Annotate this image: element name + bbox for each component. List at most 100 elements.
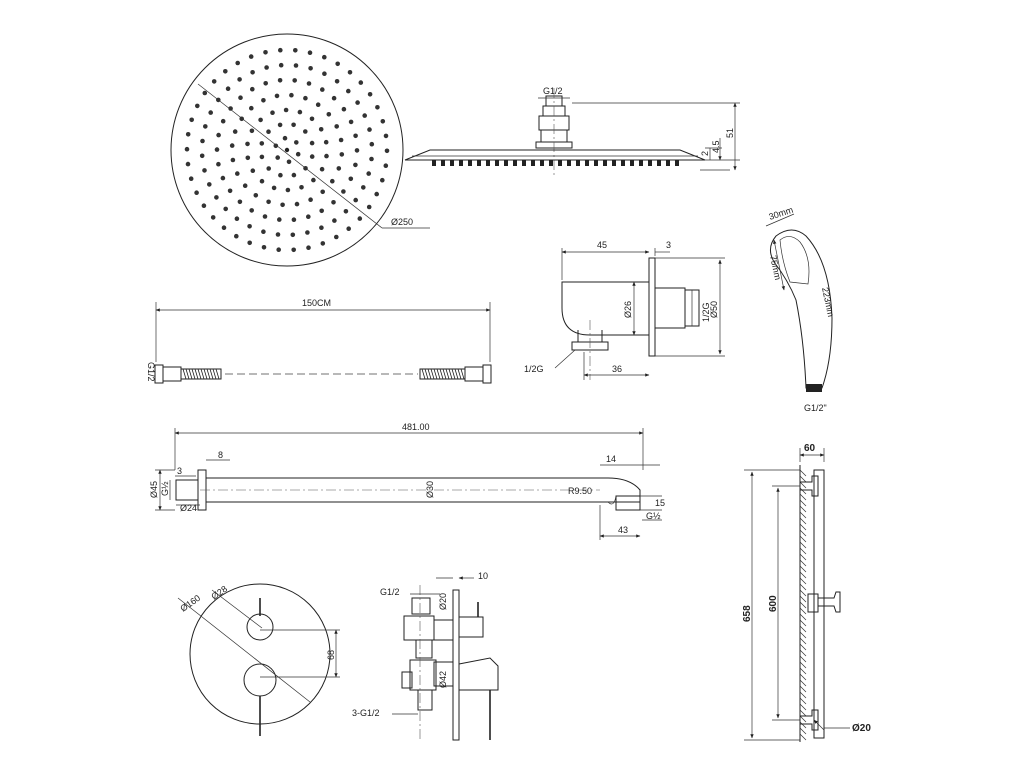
nozzle [305,230,310,235]
nozzle [303,95,308,101]
nozzle [199,153,205,159]
arm-dim-24: Ø24 [180,503,197,513]
nozzle [343,209,349,214]
nozzle [278,62,284,68]
nozzle [253,193,259,198]
nozzle [319,225,324,230]
nozzle [341,189,346,194]
nozzle [249,208,254,213]
nozzle [293,48,298,53]
nozzle [207,182,212,187]
wall-hatch-line [799,631,807,639]
side-nozzle [540,160,544,166]
hose-hatch-line [445,368,450,380]
hose-hatch-line [421,368,426,380]
mixer-hole-diameter: Ø28 [209,584,229,602]
mixer-depth-label: 10 [478,571,488,581]
nozzle [249,128,255,134]
nozzle [235,60,240,66]
nozzle [339,152,345,157]
side-nozzle [441,160,445,166]
wall-hatch-line [799,541,807,549]
nozzle [263,50,268,55]
nozzle [334,234,339,240]
nozzle [331,200,336,205]
wall-hatch-line [799,733,807,741]
wall-hatch-line [799,595,807,603]
side-nozzle [657,160,661,166]
arm-radius: R9.50 [568,486,592,496]
side-nozzle [495,160,499,166]
wall-hatch-line [799,475,807,483]
arm-dim-14: 14 [606,454,616,464]
hose-hatch-line [439,368,444,380]
shower-arm: 481.00 8 3 Ø45 G½ Ø24 Ø30 14 R9.50 15 G½ [149,422,665,540]
side-nozzle [603,160,607,166]
hose-hatch-line [206,368,211,380]
mixer-spacing: 68 [326,650,336,660]
rain-head-side-view: G1/2 51 4.5 2 [404,86,740,175]
nozzle [324,153,329,159]
wall-hatch-line [799,667,807,675]
nozzle [258,117,263,123]
nozzle [309,140,315,146]
arm-thread-right: G½ [646,511,661,521]
side-nozzle [621,160,625,166]
wall-hatch-line [799,499,807,507]
nozzle [185,161,191,167]
nozzle [320,189,326,195]
nozzle [261,229,266,234]
nozzle [195,103,200,109]
hose-left-hatch [182,368,220,380]
elbow-dim-26: Ø26 [623,301,633,318]
hose-hatch-line [448,368,453,380]
rain-head-top-view: Ø250 [170,33,430,267]
nozzle [315,102,321,107]
hose-hatch-line [427,368,432,380]
wall-hatch-line [799,703,807,711]
side-nozzle [477,160,481,166]
nozzle [235,171,240,176]
nozzle [237,199,243,205]
nozzle [322,71,327,76]
mixer-inlet-label: G1/2 [380,587,400,597]
wall-hatch-line [799,565,807,573]
nozzle [270,110,275,115]
nozzle [355,100,360,105]
nozzle [330,178,335,184]
arm-dim-15: 15 [655,498,665,508]
nozzle [223,69,228,74]
hose-hatch-line [215,368,220,380]
side-nozzle [612,160,616,166]
hose-right-hatch [421,368,465,380]
elbow-dim-50: Ø50 [709,301,719,318]
side-nozzle [531,160,535,166]
wall-hatch-line [799,523,807,531]
hose-hatch-line [442,368,447,380]
side-nozzle [639,160,643,166]
nozzle [293,63,299,68]
mixer-side-view: G1/2 Ø20 10 Ø42 3-G1/2 [352,571,499,741]
nozzle [309,154,315,159]
nozzle [383,133,389,139]
nozzle [353,197,359,203]
nozzle [277,78,283,83]
wall-hatch-line [799,655,807,663]
hose-hatch-line [182,368,187,380]
wall-hatch-line [799,625,807,633]
nozzle [259,178,265,184]
nozzle [234,216,240,221]
arm-dim-8: 8 [218,450,223,460]
hose-thread-label: G1/2 [146,362,156,382]
nozzle [290,232,296,238]
nozzle [245,155,251,161]
nozzle [285,187,291,193]
wall-hatch-line [799,727,807,735]
nozzle [334,124,340,129]
nozzle [369,156,374,162]
hose-hatch-line [203,368,208,380]
wall-hatch-line [799,715,807,723]
side-nozzle [630,160,634,166]
nozzle [248,54,254,59]
nozzle [261,245,267,250]
